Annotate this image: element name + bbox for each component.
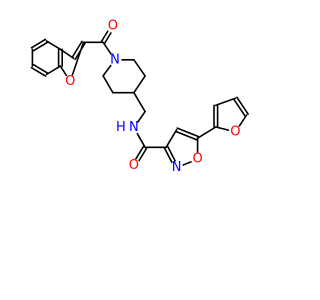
single-bond [133, 75, 146, 94]
benzofuran-o-mask [63, 75, 77, 88]
carbonyl-o1-label: O [108, 19, 118, 34]
single-bond [215, 97, 237, 107]
double-bond [176, 127, 200, 138]
single-bond [196, 126, 217, 139]
double-bond [71, 40, 83, 59]
double-bond [236, 96, 249, 115]
double-bond [32, 41, 49, 52]
bond-layer [30, 24, 249, 170]
isoxazole-o-label: O [192, 152, 202, 167]
double-bond [175, 130, 198, 141]
carbonyl-o1-mask [106, 19, 120, 33]
piperidine-n-mask [108, 53, 122, 67]
double-bond [233, 98, 246, 117]
furan-o-mask [228, 125, 242, 139]
piperidine-n-label: N [110, 52, 120, 67]
double-bond [30, 38, 47, 49]
carbonyl-o2-label: O [129, 158, 139, 173]
carbonyl-o2-mask [127, 159, 141, 172]
single-bond [45, 65, 62, 76]
double-bond [32, 63, 49, 74]
single-bond [59, 48, 75, 60]
amide-n-mask [127, 121, 141, 135]
single-bond [69, 41, 85, 83]
isoxazole-n-label: N [172, 160, 182, 175]
double-bond [30, 66, 47, 77]
amide-nh-label: H [116, 120, 126, 135]
amide-nh-mask [114, 121, 128, 135]
benzofuran-o-label: O [65, 74, 75, 89]
single-bond [102, 75, 114, 94]
isoxazole-n-mask [170, 161, 184, 175]
amide-n-label: N [129, 120, 139, 135]
furan-o-label: O [230, 124, 240, 139]
single-bond [45, 40, 62, 51]
single-bond [133, 91, 146, 113]
single-bond [165, 129, 178, 149]
single-bond [133, 58, 146, 77]
isoxazole-o-mask [191, 152, 205, 166]
